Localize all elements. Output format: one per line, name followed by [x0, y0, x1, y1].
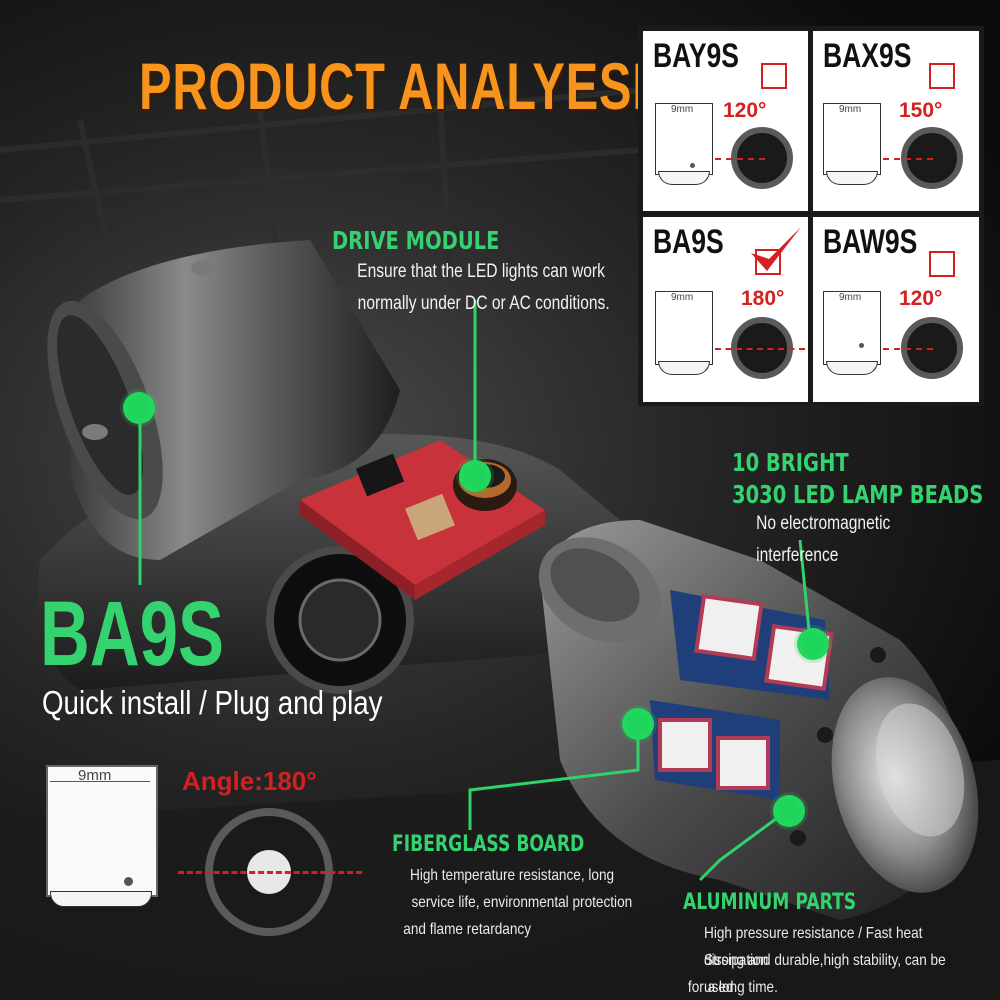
angle-label: 120°	[899, 287, 943, 310]
page-title: PRODUCT ANALYESIS	[139, 49, 680, 123]
fiberglass-desc-line1: High temperature resistance, long	[410, 867, 615, 884]
diagram-width-label: 9mm	[78, 767, 112, 784]
drive-module-title: DRIVE MODULE	[332, 226, 500, 255]
bulb-base-diagram: 9mm	[46, 765, 158, 907]
base-type-card-bay9s: BAY9S 9mm 120°	[643, 31, 808, 211]
aluminum-title: ALUMINUM PARTS	[683, 890, 857, 915]
empty-checkbox-icon	[929, 63, 955, 89]
base-type-card-baw9s: BAW9S 9mm 120°	[813, 217, 979, 402]
fiberglass-desc-line2: service life, environmental protection	[411, 894, 633, 911]
led-beads-title-line1: 10 BRIGHT	[732, 448, 849, 477]
base-type-name: BAW9S	[823, 223, 918, 261]
fiberglass-desc-line3: and flame retardancy	[403, 921, 532, 938]
callout-dot-icon	[797, 628, 829, 660]
width-label: 9mm	[671, 104, 694, 115]
callout-dot-icon	[459, 460, 491, 492]
model-subtitle: Quick install / Plug and play	[42, 684, 383, 721]
led-beads-desc: No electromagnetic interference	[756, 513, 891, 566]
aluminum-desc-line2: Strong and durable,high stability, can b…	[704, 952, 946, 996]
width-label: 9mm	[839, 104, 862, 115]
angle-label: 120°	[723, 99, 767, 122]
angle-line	[178, 871, 362, 874]
base-type-name: BAY9S	[653, 37, 740, 75]
led-beads-title-line2: 3030 LED LAMP BEADS	[732, 480, 984, 509]
callout-dot-icon	[123, 392, 155, 424]
callout-dot-icon	[773, 795, 805, 827]
base-type-card-bax9s: BAX9S 9mm 150°	[813, 31, 979, 211]
empty-checkbox-icon	[761, 63, 787, 89]
empty-checkbox-icon	[929, 251, 955, 277]
drive-module-desc-line1: Ensure that the LED lights can work	[357, 261, 605, 282]
callout-dot-icon	[622, 708, 654, 740]
width-label: 9mm	[839, 292, 862, 303]
aluminum-desc-line1: High pressure resistance / Fast heat dis…	[704, 925, 923, 969]
width-label: 9mm	[671, 292, 694, 303]
base-type-name: BAX9S	[823, 37, 912, 75]
aluminum-desc-line3: for a long time.	[687, 979, 778, 996]
angle-label: 150°	[899, 99, 943, 122]
angle-label: Angle:180°	[182, 766, 317, 796]
fiberglass-title: FIBERGLASS BOARD	[392, 832, 585, 857]
drive-module-desc-line2: normally under DC or AC conditions.	[357, 293, 610, 314]
base-type-card-ba9s: BA9S 9mm 180°	[643, 217, 808, 402]
checkmark-icon	[751, 227, 801, 271]
base-type-name: BA9S	[653, 223, 724, 261]
angle-label: 180°	[741, 287, 785, 310]
model-name: BA9S	[40, 583, 225, 685]
